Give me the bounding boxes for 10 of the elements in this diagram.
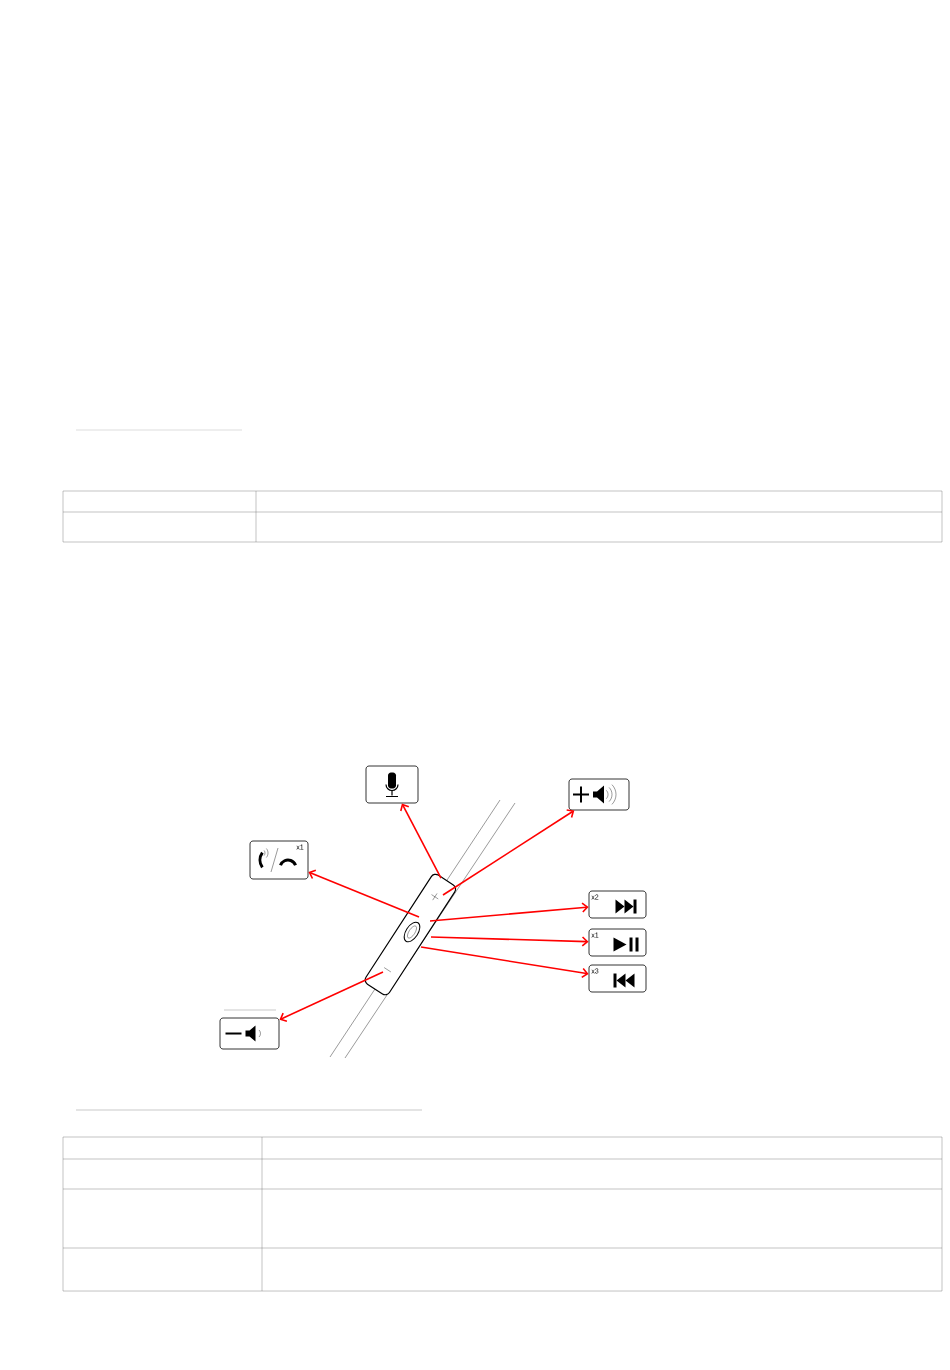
icon-button-box — [219, 1017, 280, 1050]
arrow — [430, 936, 589, 947]
arrow — [442, 809, 575, 896]
arrow — [308, 869, 420, 918]
icon-button-box — [365, 765, 419, 804]
icon-button-box — [568, 778, 630, 811]
arrow — [279, 971, 384, 1023]
arrow — [400, 803, 442, 879]
arrow — [420, 946, 589, 979]
arrow — [429, 902, 589, 922]
